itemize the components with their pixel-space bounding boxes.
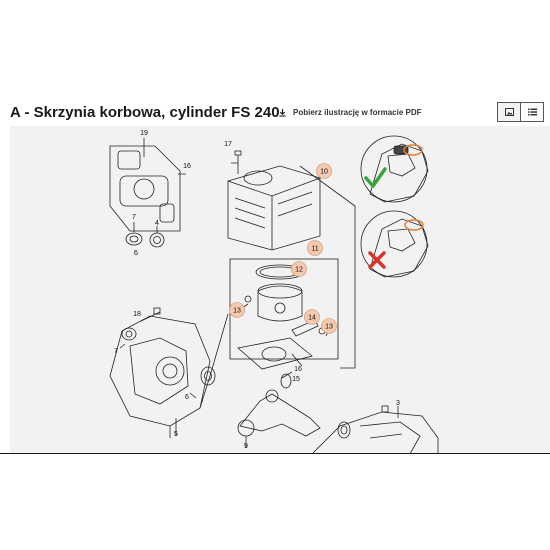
- callout-14[interactable]: 14: [308, 315, 316, 322]
- callout-12[interactable]: 12: [295, 267, 303, 274]
- callout-7[interactable]: 7: [114, 348, 118, 355]
- bottom-divider: [0, 453, 550, 454]
- callout-13-badge-a[interactable]: [229, 302, 245, 318]
- callout-13[interactable]: 13: [233, 308, 241, 315]
- callout-10[interactable]: 10: [320, 169, 328, 176]
- callout-4[interactable]: 4: [155, 220, 159, 227]
- callout-13[interactable]: 13: [325, 324, 333, 331]
- image-view-icon: [504, 108, 514, 116]
- parts-diagram: 19 16 7 4 6 17 10 11 12 13 14 13 18 7 6 …: [10, 126, 550, 454]
- callout-6[interactable]: 6: [185, 394, 189, 401]
- callout-17[interactable]: 17: [224, 141, 232, 148]
- callout-7[interactable]: 7: [132, 214, 136, 221]
- callout-3[interactable]: 3: [396, 400, 400, 407]
- callout-12-badge[interactable]: [291, 261, 307, 277]
- download-pdf-label: Pobierz ilustrację w formacie PDF: [293, 108, 422, 117]
- callout-13-badge-b[interactable]: [321, 318, 337, 334]
- download-icon: [279, 108, 286, 117]
- callout-10-badge[interactable]: [316, 163, 332, 179]
- callout-11-badge[interactable]: [307, 240, 323, 256]
- callout-19[interactable]: 19: [140, 130, 148, 137]
- page-header: A - Skrzynia korbowa, cylinder FS 240 Po…: [0, 96, 550, 132]
- callout-5[interactable]: 5: [174, 431, 178, 438]
- callout-14-badge[interactable]: [304, 309, 320, 325]
- view-toggle: [497, 102, 544, 122]
- callout-16[interactable]: 16: [294, 366, 302, 373]
- list-view-icon: [527, 108, 537, 116]
- download-pdf-link[interactable]: Pobierz ilustrację w formacie PDF: [278, 108, 421, 117]
- callout-15[interactable]: 15: [292, 376, 300, 383]
- list-view-button[interactable]: [521, 102, 544, 122]
- parts-diagram-svg: 19 16 7 4 6 17 10 11 12 13 14 13 18 7 6 …: [109, 130, 439, 454]
- page-title: A - Skrzynia korbowa, cylinder FS 240: [10, 104, 280, 121]
- callout-18[interactable]: 18: [133, 311, 141, 318]
- cross-icon: [368, 251, 386, 269]
- callout-11[interactable]: 11: [311, 246, 318, 253]
- callout-9[interactable]: 9: [244, 443, 248, 450]
- check-icon: [364, 167, 387, 188]
- image-view-button[interactable]: [497, 102, 521, 122]
- callout-16[interactable]: 16: [183, 163, 191, 170]
- callout-6[interactable]: 6: [134, 250, 138, 257]
